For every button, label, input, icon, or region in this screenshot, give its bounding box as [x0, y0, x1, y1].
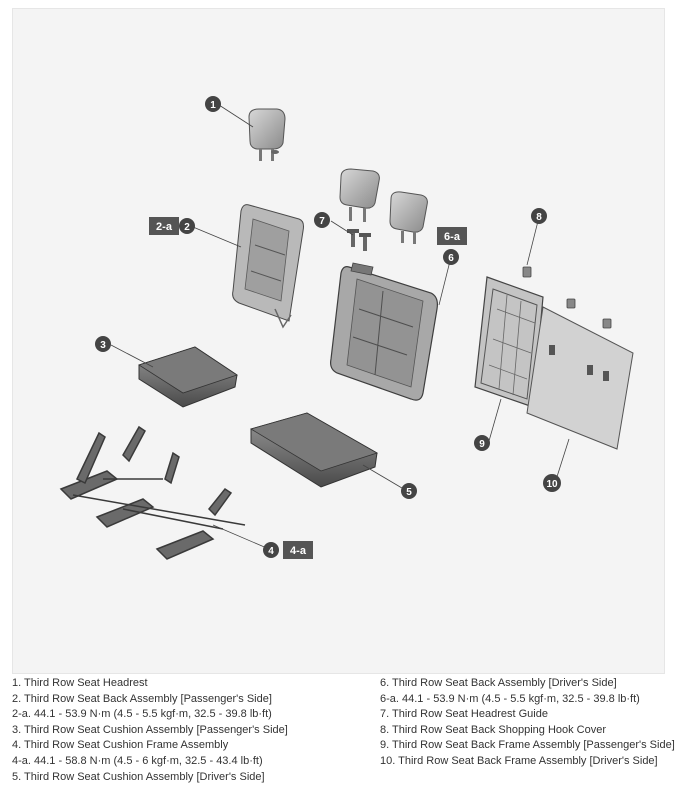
svg-text:4-a: 4-a	[290, 545, 307, 557]
callout-5: 5	[401, 483, 417, 499]
svg-text:6: 6	[448, 253, 454, 264]
callout-6: 6	[443, 249, 459, 265]
svg-text:3: 3	[100, 340, 106, 351]
callout-7: 7	[314, 212, 330, 228]
callout-8: 8	[531, 208, 547, 224]
callout-9: 9	[474, 435, 490, 451]
legend-item: 9. Third Row Seat Back Frame Assembly [P…	[380, 739, 675, 752]
callout-6a: 6-a	[437, 227, 467, 245]
legend-item: 2. Third Row Seat Back Assembly [Passeng…	[12, 692, 272, 705]
callout-1: 1	[205, 96, 221, 112]
legend-item: 8. Third Row Seat Back Shopping Hook Cov…	[380, 723, 607, 736]
svg-text:5: 5	[406, 487, 412, 498]
callout-4a: 4-a	[283, 541, 313, 559]
legend-item: 10. Third Row Seat Back Frame Assembly […	[380, 754, 658, 767]
legend-item: 4-a. 44.1 - 58.8 N·m (4.5 - 6 kgf·m, 32.…	[12, 754, 263, 767]
svg-text:10: 10	[546, 479, 558, 490]
legend-item: 7. Third Row Seat Headrest Guide	[380, 708, 548, 721]
svg-text:8: 8	[536, 212, 542, 223]
part-3-cushion-passenger	[138, 346, 238, 408]
svg-text:2: 2	[184, 222, 190, 233]
part-1-headrest	[248, 108, 286, 161]
svg-text:2-a: 2-a	[156, 221, 173, 233]
legend-item: 6. Third Row Seat Back Assembly [Driver'…	[380, 677, 617, 689]
exploded-parts-diagram: 1 2-a 2 3 4 4-a 5 6-a 6 7 8 9	[12, 8, 665, 674]
part-7-headrest-guide	[347, 229, 371, 251]
legend-item: 3. Third Row Seat Cushion Assembly [Pass…	[12, 723, 288, 736]
part-headrest-pair	[339, 168, 428, 244]
callout-3: 3	[95, 336, 111, 352]
svg-text:7: 7	[319, 216, 325, 227]
part-10-back-panel	[526, 306, 634, 450]
part-2-seat-back-passenger	[232, 204, 304, 329]
part-8-hook-cover	[522, 266, 612, 329]
part-5-cushion-driver	[250, 412, 378, 488]
diagram-canvas: 1 2-a 2 3 4 4-a 5 6-a 6 7 8 9	[59, 96, 634, 560]
part-4-cushion-frame	[59, 425, 246, 560]
leader-lines	[110, 104, 570, 550]
callout-2: 2	[179, 218, 195, 234]
svg-text:4: 4	[268, 546, 274, 557]
legend-right-column: 6. Third Row Seat Back Assembly [Driver'…	[380, 676, 682, 770]
legend-item: 5. Third Row Seat Cushion Assembly [Driv…	[12, 770, 265, 783]
callout-2a: 2-a	[149, 217, 179, 235]
svg-text:1: 1	[210, 100, 216, 111]
legend-left-column: 1. Third Row Seat Headrest 2. Third Row …	[12, 676, 372, 785]
svg-text:9: 9	[479, 439, 485, 450]
part-6-seat-back-driver	[330, 262, 438, 401]
callout-10: 10	[543, 474, 561, 492]
legend-item: 1. Third Row Seat Headrest	[12, 677, 148, 689]
legend-item: 6-a. 44.1 - 53.9 N·m (4.5 - 5.5 kgf·m, 3…	[380, 692, 640, 705]
legend-item: 4. Third Row Seat Cushion Frame Assembly	[12, 739, 229, 752]
svg-text:6-a: 6-a	[444, 231, 461, 243]
legend-item: 2-a. 44.1 - 53.9 N·m (4.5 - 5.5 kgf·m, 3…	[12, 708, 272, 721]
callout-4: 4	[263, 542, 279, 558]
